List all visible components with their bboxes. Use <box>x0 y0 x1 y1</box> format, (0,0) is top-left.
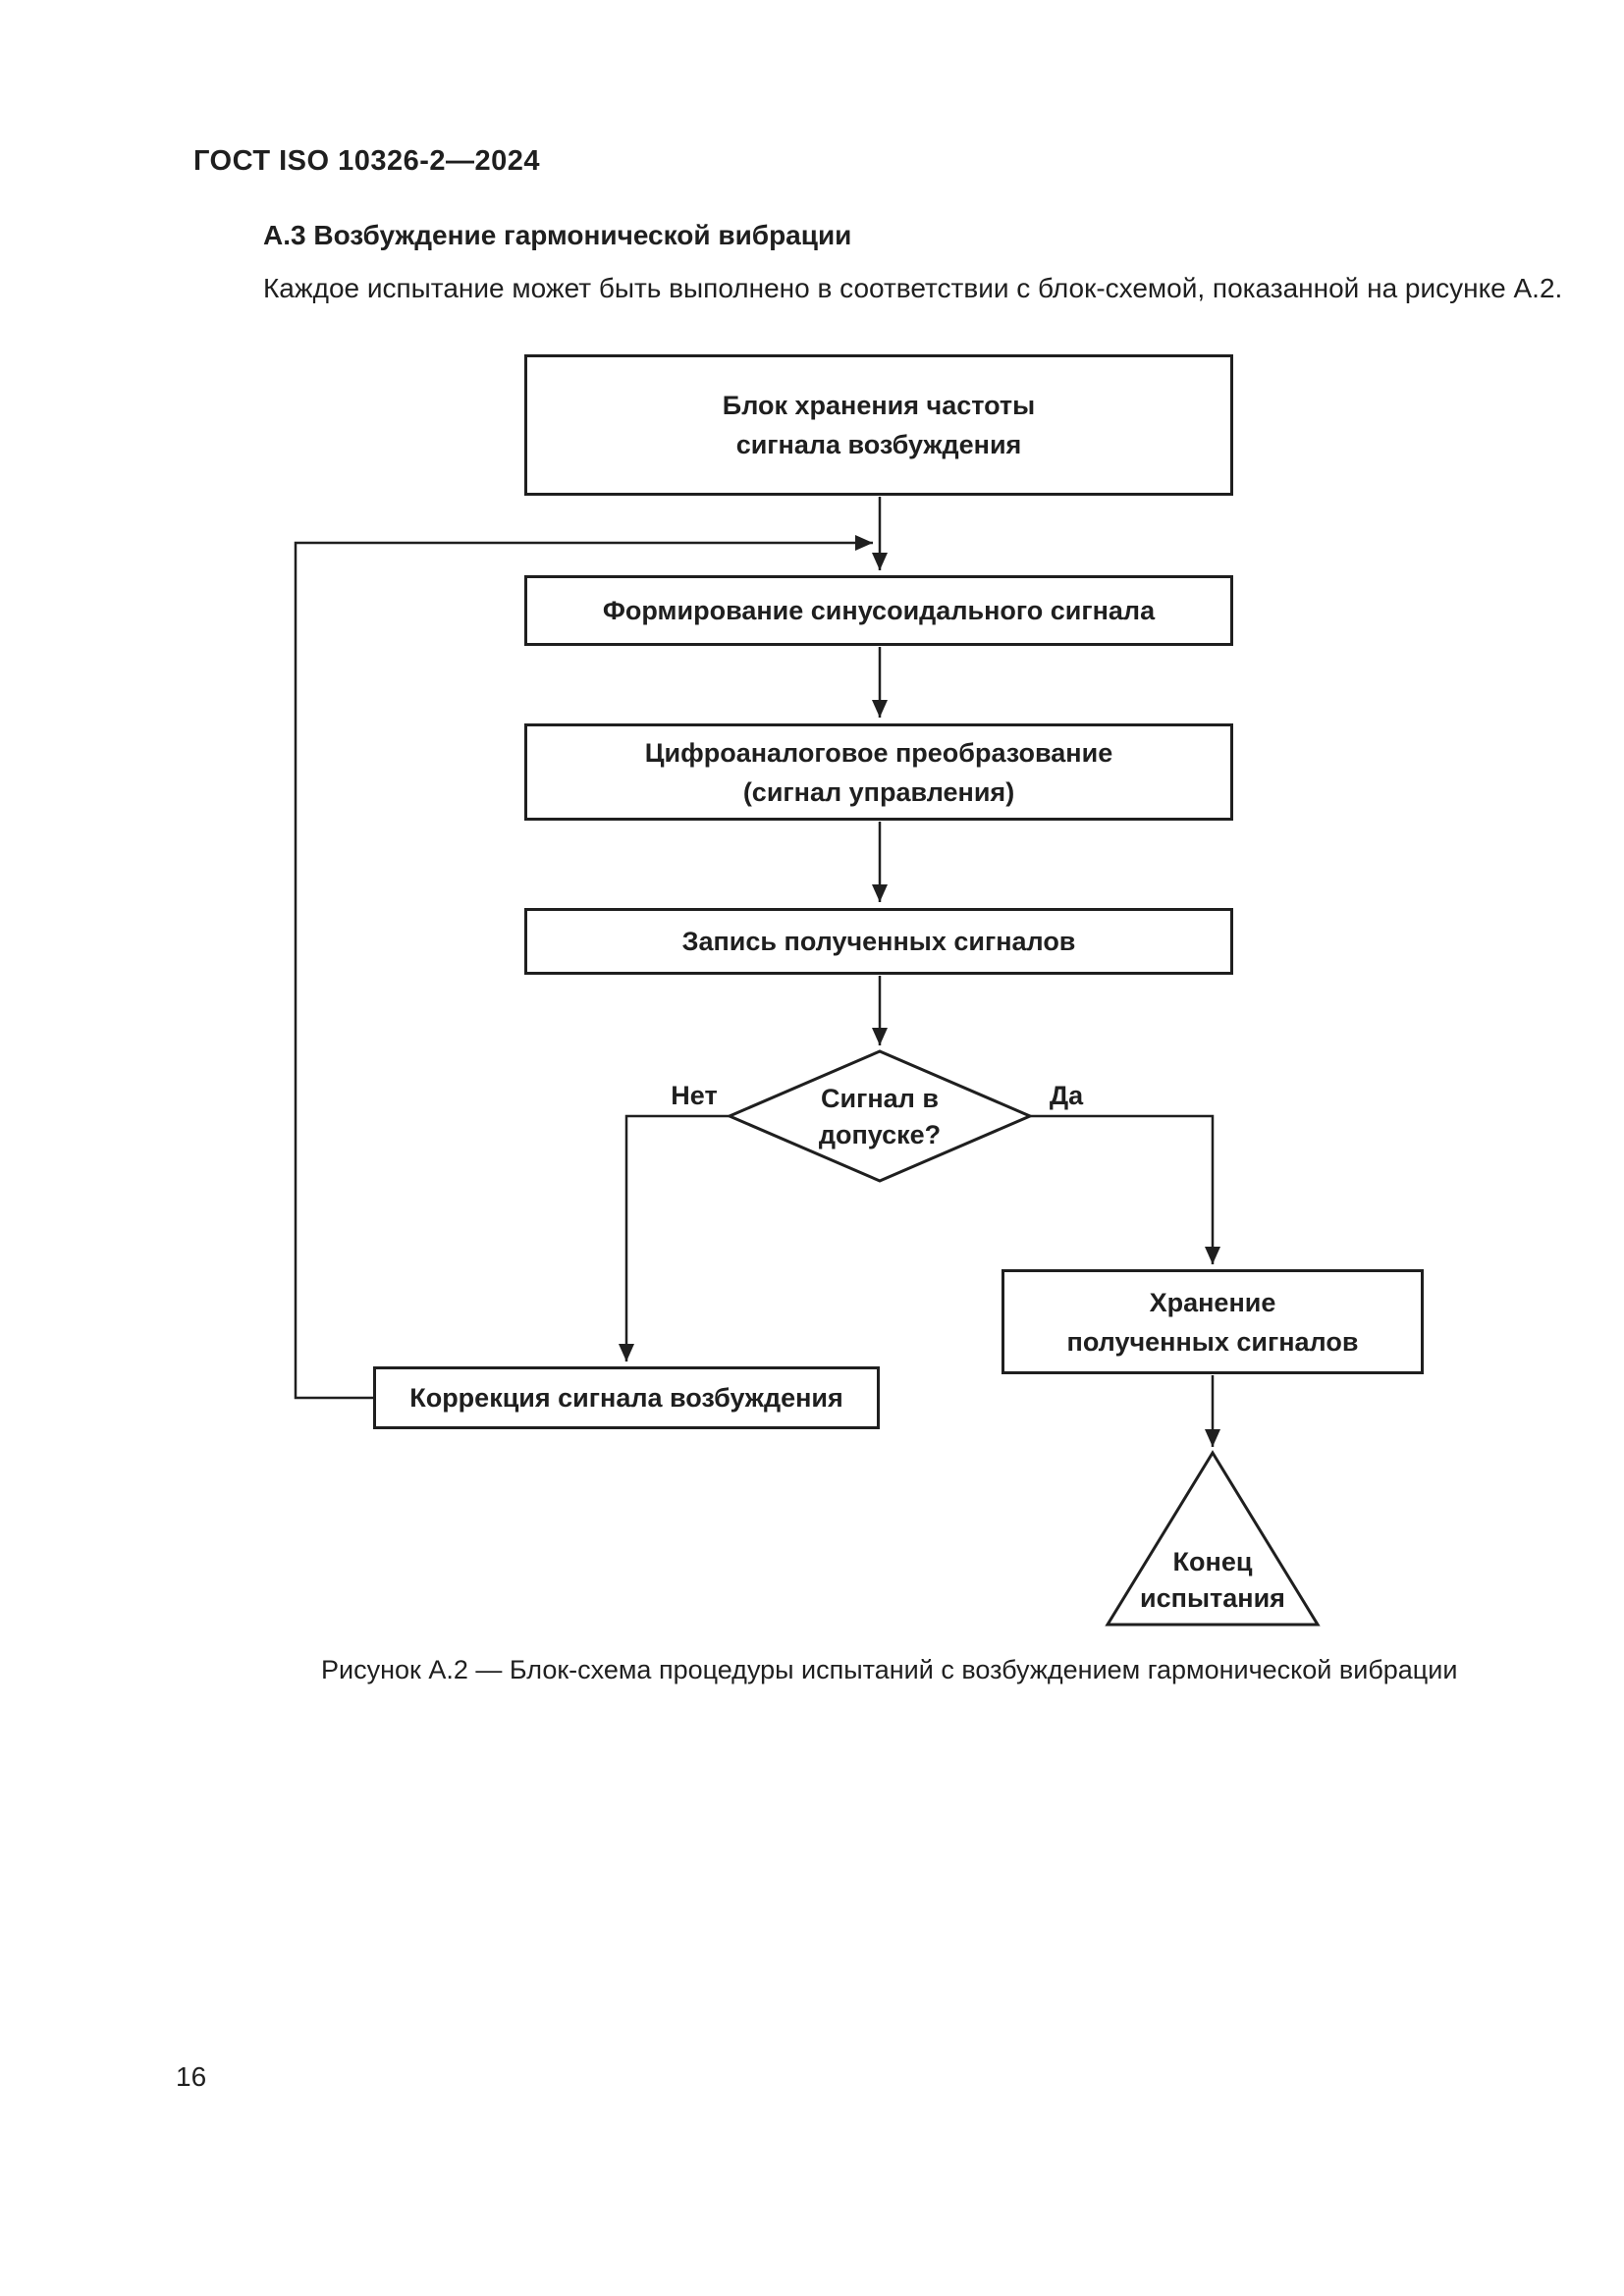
section-heading: А.3 Возбуждение гармонической вибрации <box>263 220 852 250</box>
decision-label-line: допуске? <box>818 1120 942 1149</box>
process-box-label: полученных сигналов <box>1066 1326 1359 1357</box>
intro-paragraph: Каждое испытание может быть выполнено в … <box>263 273 1563 303</box>
process-box-label: Формирование синусоидального сигнала <box>602 596 1156 625</box>
figure-caption: Рисунок А.2 — Блок-схема процедуры испыт… <box>321 1655 1458 1684</box>
process-box-dac: Цифроаналоговое преобразование (сигнал у… <box>524 723 1233 821</box>
connector-no-branch <box>619 1114 730 1362</box>
page-number: 16 <box>176 2061 207 2092</box>
end-terminator-label: Конец испытания <box>1114 1543 1311 1618</box>
process-box-label: (сигнал управления) <box>742 776 1015 807</box>
process-box-label: Коррекция сигнала возбуждения <box>409 1383 843 1413</box>
process-box-label: Запись полученных сигналов <box>681 927 1076 956</box>
branch-label-yes: Да <box>1049 1081 1084 1110</box>
process-box-label: Хранение <box>1149 1287 1276 1317</box>
decision-label-line: Сигнал в <box>821 1084 939 1113</box>
decision-diamond-shape <box>726 1049 1034 1183</box>
process-box-store-received: Хранение полученных сигналов <box>1001 1269 1424 1374</box>
decision-label: Сигнал в допуске? <box>732 1078 1027 1156</box>
end-triangle-shape <box>1105 1450 1321 1627</box>
running-header: ГОСТ ISO 10326-2—2024 <box>193 145 541 177</box>
branch-label-no: Нет <box>671 1081 718 1110</box>
connector-feedback-loop <box>294 535 873 1400</box>
end-terminator-line: Конец <box>1172 1547 1253 1576</box>
process-box-label: Блок хранения частоты <box>722 391 1036 420</box>
process-box-label: Цифроаналоговое преобразование <box>644 737 1113 768</box>
end-terminator-line: испытания <box>1140 1583 1285 1613</box>
process-box-generate-sine: Формирование синусоидального сигнала <box>524 575 1233 646</box>
process-box-store-frequency: Блок хранения частоты сигнала возбуждени… <box>524 354 1233 496</box>
process-box-label: сигнала возбуждения <box>735 430 1022 459</box>
connector-yes-branch <box>1030 1114 1220 1264</box>
process-box-correct-signal: Коррекция сигнала возбуждения <box>373 1366 880 1429</box>
process-box-record-signals: Запись полученных сигналов <box>524 908 1233 975</box>
